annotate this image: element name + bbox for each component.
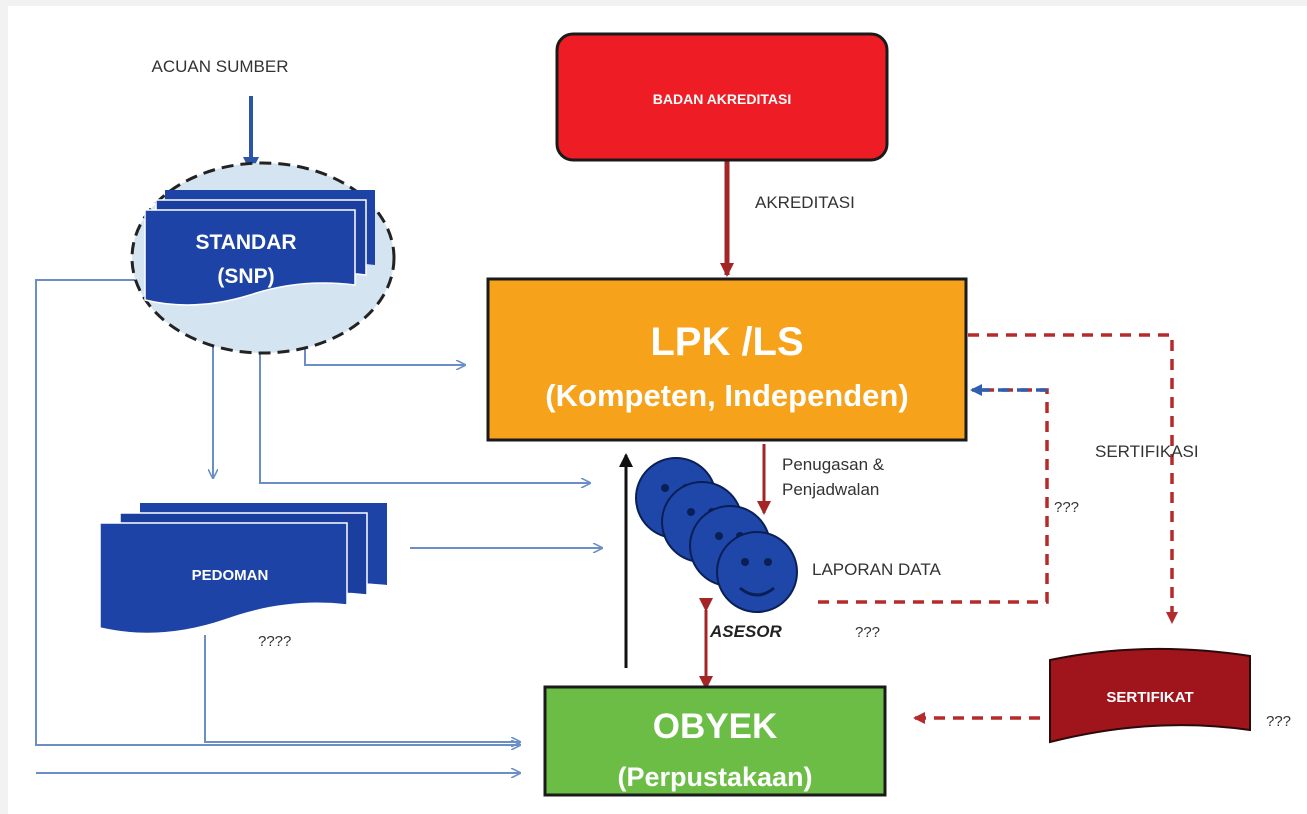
dashed-lines xyxy=(818,333,1178,724)
obyek-subtitle: (Perpustakaan) xyxy=(617,762,812,792)
acuan-sumber-label: ACUAN SUMBER xyxy=(152,57,289,76)
lpk-box xyxy=(486,277,968,442)
arrow-standar-to-obyek-outer xyxy=(35,279,520,745)
penugasan-label: Penugasan & xyxy=(782,455,885,474)
sertifikasi-label: SERTIFIKASI xyxy=(1095,442,1199,461)
sertifikat-label: SERTIFIKAT xyxy=(1106,689,1193,706)
akreditasi-label: AKREDITASI xyxy=(755,193,855,212)
standar-group xyxy=(130,161,396,355)
pedoman-label: PEDOMAN xyxy=(192,567,269,584)
lpk-subtitle: (Kompeten, Independen) xyxy=(545,378,908,413)
pedoman-group xyxy=(99,503,387,635)
sertifikat-scroll xyxy=(1049,647,1251,744)
badan-akreditasi-label: BADAN AKREDITASI xyxy=(653,91,791,107)
arrow-pedoman-to-obyek xyxy=(204,635,520,742)
question-right-label: ??? xyxy=(1054,499,1079,516)
pedoman-doc-front xyxy=(99,522,348,635)
asesor-group xyxy=(635,457,798,613)
question-asesor-label: ??? xyxy=(855,624,880,641)
asesor-face-icon xyxy=(716,531,798,613)
asesor-label: ASESOR xyxy=(709,622,783,641)
question-pedoman-label: ???? xyxy=(258,633,291,650)
laporan-data-dashed-line xyxy=(818,388,1049,604)
standar-doc-front xyxy=(144,209,356,306)
question-sertifikat-label: ??? xyxy=(1266,713,1291,730)
snp-label: (SNP) xyxy=(217,265,274,288)
sertifikasi-dashed-arrow xyxy=(968,333,1178,624)
laporan-data-label: LAPORAN DATA xyxy=(812,560,941,579)
penjadwalan-label: Penjadwalan xyxy=(782,480,879,499)
arrow-standar-to-asesor xyxy=(259,318,590,483)
obyek-box xyxy=(543,685,887,797)
standar-label: STANDAR xyxy=(195,231,296,254)
badan-akreditasi-box xyxy=(555,32,889,162)
lpk-title: LPK /LS xyxy=(650,320,803,364)
obyek-title: OBYEK xyxy=(653,707,777,746)
